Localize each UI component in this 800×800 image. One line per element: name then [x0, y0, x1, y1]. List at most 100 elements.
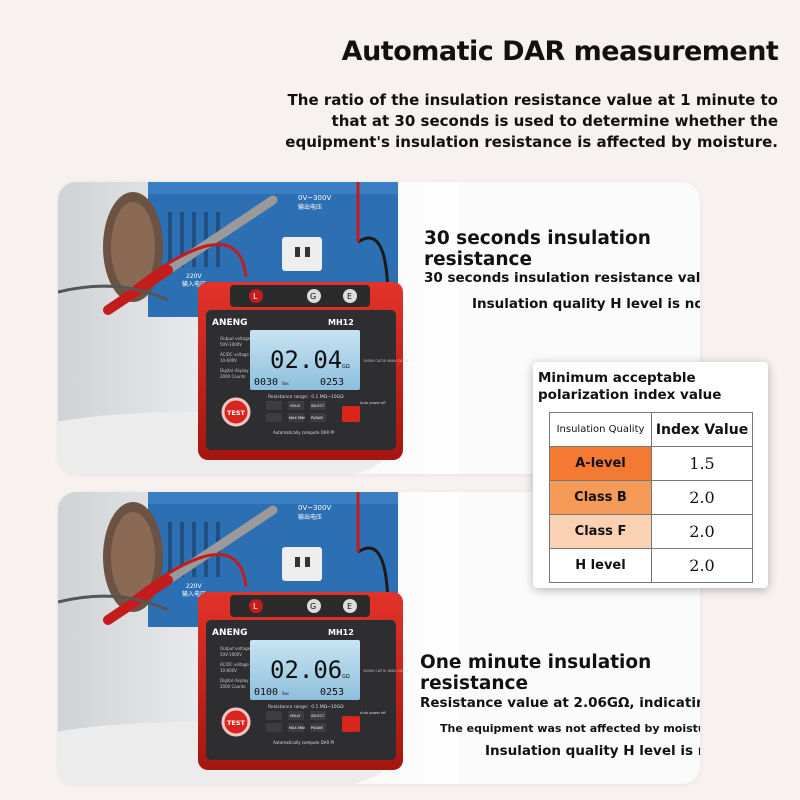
key-label: SELECT [311, 714, 325, 718]
hold-key[interactable] [288, 711, 304, 720]
lcd-voltage: 0253 [320, 687, 344, 698]
side-label: Digital display [220, 368, 249, 373]
cat-label: 1000V CAT III 600V CAT IV [363, 669, 409, 673]
quality-level-cell: H level [549, 548, 652, 583]
supply-label: 0V~300V [298, 504, 331, 512]
model-label: MH12 [328, 628, 354, 637]
side-label: 2000 Counts [220, 374, 245, 379]
column-header-quality: Insulation Quality [549, 412, 652, 447]
side-label: Digital display [220, 678, 249, 683]
key-label: PI/DAR [311, 726, 323, 730]
terminal-e-label: E [347, 602, 352, 611]
quality-level-cell: A-level [549, 446, 652, 481]
power-socket [282, 547, 322, 581]
table-row: A-level 1.5 [549, 446, 753, 481]
side-label: 10-600V [220, 358, 237, 363]
side-label: AC/DC voltage [220, 662, 249, 667]
index-value-cell: 2.0 [651, 514, 753, 549]
brand-label: ANENG [212, 318, 248, 328]
hold-key[interactable] [288, 401, 304, 410]
key-label: PI/DAR [311, 416, 323, 420]
select-key[interactable] [310, 711, 326, 720]
panel-30-seconds: 0V~300V 输出电压 220V 输入电压 L G E ANENG MH12 … [58, 182, 700, 474]
section-30s-line2: Insulation quality H level is normal [472, 296, 700, 312]
auto-compute-label: Automatically compute DAR PI [273, 740, 334, 745]
max-min-key[interactable] [288, 723, 304, 732]
range-label: Resistance range：0.1 MΩ~10GΩ [268, 394, 344, 400]
lcd-timer-unit: Sec [282, 381, 289, 386]
range-label: Resistance range：0.1 MΩ~10GΩ [268, 704, 344, 710]
key-label: HOLD [290, 714, 300, 718]
test-button-label: TEST [227, 719, 246, 727]
device-key[interactable] [266, 723, 282, 732]
lcd-timer: 0100 [254, 687, 278, 698]
column-header-index: Index Value [651, 412, 753, 447]
device-key[interactable] [266, 413, 282, 422]
lcd-timer-unit: Sec [282, 691, 289, 696]
pi-dar-key[interactable] [310, 723, 326, 732]
lcd-main-reading: 02.06 [270, 656, 342, 684]
supply-sub-label: 输出电压 [298, 513, 322, 521]
pi-table: Insulation Quality Index Value A-level 1… [549, 412, 753, 583]
pi-table-title: Minimum acceptable polarization index va… [538, 370, 722, 403]
terminal-l-label: L [253, 292, 258, 301]
terminal-e-label: E [347, 292, 352, 301]
supply-label: 0V~300V [298, 194, 331, 202]
power-button[interactable] [342, 716, 360, 732]
quality-level-cell: Class F [549, 514, 652, 549]
power-button[interactable] [342, 406, 360, 422]
auto-compute-label: Automatically compute DAR PI [273, 430, 334, 435]
model-label: MH12 [328, 318, 354, 327]
intro-description: The ratio of the insulation resistance v… [285, 91, 778, 151]
terminal-g-label: G [310, 292, 316, 301]
quality-level-cell: Class B [549, 480, 652, 515]
side-label: Output voltage [220, 336, 251, 341]
tester-photo-1min: 0V~300V 输出电压 220V 输入电压 L G E ANENG MH12 … [58, 492, 458, 784]
auto-power-label: Auto power off [360, 711, 386, 715]
test-button[interactable] [221, 397, 251, 427]
terminal-l-label: L [253, 602, 258, 611]
side-label: 50V-1000V [220, 342, 242, 347]
lcd-unit: GΩ [342, 364, 350, 370]
side-label: 2000 Counts [220, 684, 245, 689]
index-value-cell: 2.0 [651, 548, 753, 583]
input-label: 220V [186, 583, 202, 590]
table-header-row: Insulation Quality Index Value [549, 412, 753, 447]
side-label: AC/DC voltage [220, 352, 249, 357]
section-30s-line1: 30 seconds insulation resistance value 2… [424, 270, 700, 286]
device-key[interactable] [266, 711, 282, 720]
tester-photo-30s: 0V~300V 输出电压 220V 输入电压 L G E ANENG MH12 … [58, 182, 458, 474]
key-label: HOLD [290, 404, 300, 408]
test-button[interactable] [221, 707, 251, 737]
supply-sub-label: 输出电压 [298, 203, 322, 211]
key-label: MAX MIN [289, 416, 305, 420]
section-1min-line3: Insulation quality H level is normal [485, 743, 700, 759]
table-row: Class B 2.0 [549, 480, 753, 515]
index-value-cell: 1.5 [651, 446, 753, 481]
table-row: Class F 2.0 [549, 514, 753, 549]
power-socket [282, 237, 322, 271]
terminal-g-label: G [310, 602, 316, 611]
section-1min-title: One minute insulation resistance [420, 652, 652, 694]
input-label: 220V [186, 273, 202, 280]
brand-label: ANENG [212, 628, 248, 638]
device-key[interactable] [266, 401, 282, 410]
section-1min-line1: Resistance value at 2.06GΩ, indicating i… [420, 695, 700, 711]
test-button-label: TEST [227, 409, 246, 417]
lcd-display [250, 330, 360, 390]
pi-dar-key[interactable] [310, 413, 326, 422]
lcd-voltage: 0253 [320, 377, 344, 388]
page-title: Automatic DAR measurement [341, 36, 779, 67]
side-label: 10-600V [220, 668, 237, 673]
lcd-display [250, 640, 360, 700]
table-row: H level 2.0 [549, 548, 753, 583]
select-key[interactable] [310, 401, 326, 410]
lcd-timer: 0030 [254, 377, 278, 388]
key-label: SELECT [311, 404, 325, 408]
input-sub-label: 输入电压 [182, 280, 206, 288]
lcd-main-reading: 02.04 [270, 346, 342, 374]
index-value-cell: 2.0 [651, 480, 753, 515]
input-sub-label: 输入电压 [182, 590, 206, 598]
side-label: 50V-1000V [220, 652, 242, 657]
max-min-key[interactable] [288, 413, 304, 422]
